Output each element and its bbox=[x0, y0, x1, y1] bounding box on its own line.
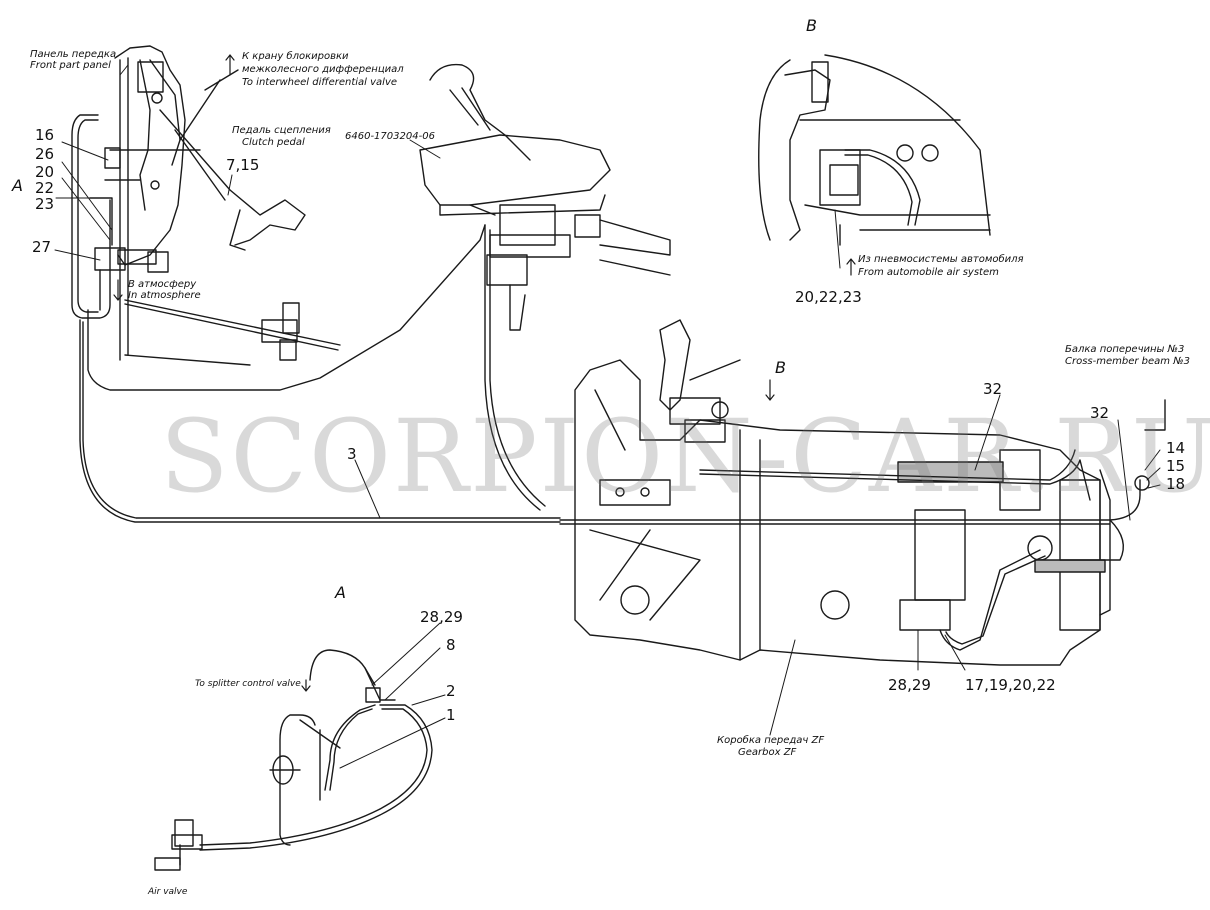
diff-valve-label-ru-2: межколесного дифференциал bbox=[242, 64, 404, 75]
callout-a-2: 2 bbox=[446, 682, 456, 700]
callout-a-8: 8 bbox=[446, 636, 456, 654]
atmosphere-label-en: In atmosphere bbox=[128, 290, 201, 301]
callout-17-19-20-22: 17,19,20,22 bbox=[965, 676, 1056, 694]
cross-member-label-ru: Балка поперечины №3 bbox=[1065, 344, 1185, 355]
callout-a-28-29: 28,29 bbox=[420, 608, 463, 626]
callout-18: 18 bbox=[1166, 475, 1186, 493]
callout-23: 23 bbox=[35, 195, 55, 213]
callout-7-15: 7,15 bbox=[226, 156, 260, 174]
air-valve-label: Air valve bbox=[148, 887, 188, 897]
callout-22: 22 bbox=[35, 179, 55, 197]
view-a-title: A bbox=[335, 583, 346, 602]
diff-valve-label-ru-1: К крану блокировки bbox=[242, 51, 349, 62]
gear-lever-assembly bbox=[419, 63, 671, 331]
callout-20-22-23: 20,22,23 bbox=[795, 288, 862, 306]
view-a-left-marker: A bbox=[12, 176, 23, 195]
diff-valve-label-en: To interwheel differential valve bbox=[242, 77, 398, 88]
leader-lines bbox=[54, 64, 1161, 769]
view-a-detail bbox=[154, 649, 433, 871]
front-panel-assembly bbox=[71, 45, 341, 366]
pipe-3 bbox=[79, 224, 561, 523]
view-b-detail bbox=[758, 54, 991, 246]
front-panel-label-en: Front part panel bbox=[30, 60, 111, 71]
atmosphere-label-ru: В атмосферу bbox=[128, 279, 197, 290]
callout-3: 3 bbox=[347, 445, 357, 463]
callout-a-1: 1 bbox=[446, 706, 456, 724]
cross-member-label-en: Cross-member beam №3 bbox=[1065, 356, 1190, 367]
air-system-label-en: From automobile air system bbox=[858, 267, 999, 278]
callout-32-b: 32 bbox=[1090, 404, 1110, 422]
gearbox-zf bbox=[559, 319, 1166, 666]
clutch-pedal-label-en: Clutch pedal bbox=[242, 137, 305, 148]
view-b-arrow-marker: B bbox=[775, 358, 786, 377]
arrows bbox=[113, 54, 856, 692]
callout-16: 16 bbox=[35, 126, 55, 144]
part-number-label: 6460-1703204-06 bbox=[345, 131, 435, 142]
front-panel-label-ru: Панель передка bbox=[30, 49, 117, 60]
gearbox-label-en: Gearbox ZF bbox=[738, 747, 797, 758]
callout-20: 20 bbox=[35, 163, 55, 181]
gearbox-label-ru: Коробка передач ZF bbox=[717, 735, 825, 746]
callout-15: 15 bbox=[1166, 457, 1186, 475]
callout-28-29: 28,29 bbox=[888, 676, 931, 694]
callout-14: 14 bbox=[1166, 439, 1186, 457]
view-b-title: B bbox=[806, 16, 817, 35]
callout-27: 27 bbox=[32, 238, 52, 256]
callout-32-a: 32 bbox=[983, 380, 1003, 398]
clutch-pedal-label-ru: Педаль сцепления bbox=[232, 125, 331, 136]
callout-26: 26 bbox=[35, 145, 55, 163]
splitter-valve-label: To splitter control valve bbox=[195, 679, 301, 689]
air-system-label-ru: Из пневмосистемы автомобиля bbox=[858, 254, 1024, 265]
